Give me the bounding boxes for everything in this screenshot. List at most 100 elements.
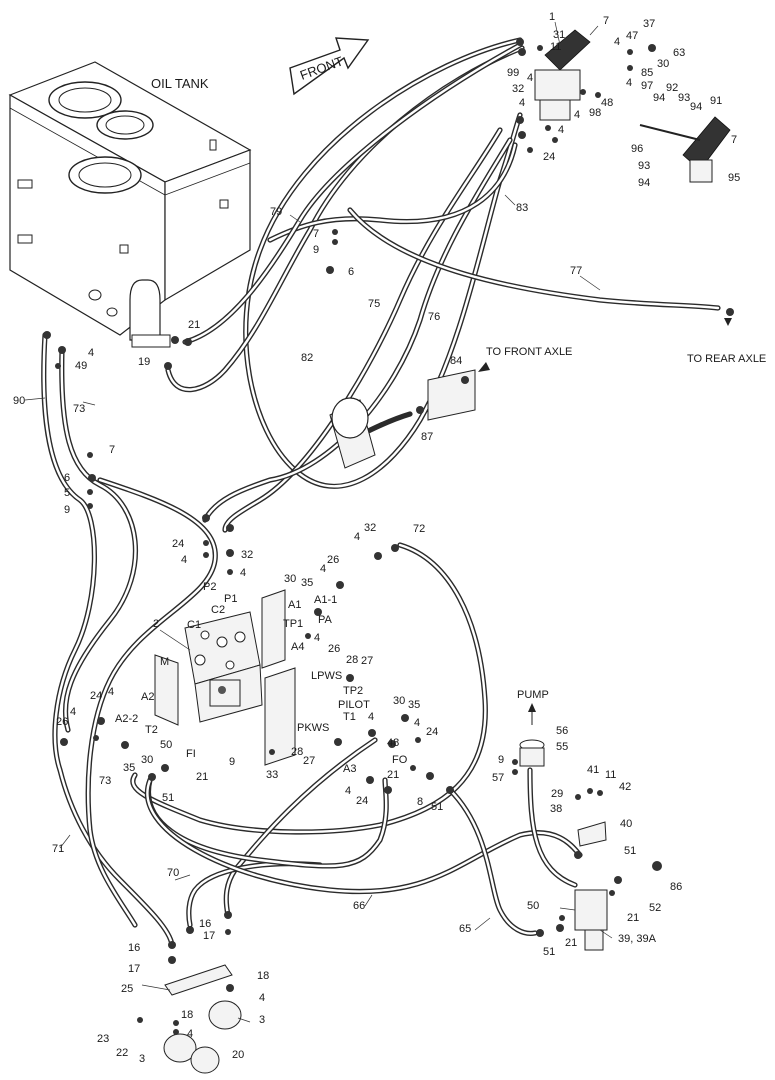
callout-85: 85 xyxy=(641,67,653,79)
port-t2: T2 xyxy=(145,724,158,736)
callout-42: 42 xyxy=(619,781,631,793)
callout-26: 26 xyxy=(328,643,340,655)
callout-1: 1 xyxy=(549,11,555,23)
callout-4: 4 xyxy=(345,785,351,797)
callout-17: 17 xyxy=(128,963,140,975)
callout-87: 87 xyxy=(421,431,433,443)
callout-35: 35 xyxy=(123,762,135,774)
callout-66: 66 xyxy=(353,900,365,912)
callout-4: 4 xyxy=(354,531,360,543)
pump-label: PUMP xyxy=(517,689,549,701)
callout-17: 17 xyxy=(203,930,215,942)
callout-24: 24 xyxy=(172,538,184,550)
callout-9: 9 xyxy=(229,756,235,768)
callout-48: 48 xyxy=(601,97,613,109)
callout-26: 26 xyxy=(327,554,339,566)
callout-21: 21 xyxy=(627,912,639,924)
callout-3: 3 xyxy=(259,1014,265,1026)
callout-24: 24 xyxy=(543,151,555,163)
callout-4: 4 xyxy=(626,77,632,89)
callout-51: 51 xyxy=(431,801,443,813)
callout-24: 24 xyxy=(356,795,368,807)
callout-7: 7 xyxy=(313,228,319,240)
callout-4: 4 xyxy=(88,347,94,359)
callout-49: 49 xyxy=(75,360,87,372)
callout-11: 11 xyxy=(605,769,616,781)
callout-73: 73 xyxy=(99,775,111,787)
brake-pedal-valve xyxy=(534,29,591,121)
callout-29: 29 xyxy=(551,788,563,800)
callout-94: 94 xyxy=(653,92,665,104)
callout-76: 76 xyxy=(428,311,440,323)
callout-4: 4 xyxy=(181,554,187,566)
hose-lines xyxy=(41,37,721,948)
port-a2-2: A2-2 xyxy=(115,713,138,725)
callout-77: 77 xyxy=(570,265,582,277)
callout-32: 32 xyxy=(241,549,253,561)
callout-4: 4 xyxy=(187,1028,193,1040)
callout-7: 7 xyxy=(109,444,115,456)
callout-32: 32 xyxy=(364,522,376,534)
callout-91: 91 xyxy=(710,95,722,107)
control-valve xyxy=(184,611,263,723)
callout-95: 95 xyxy=(728,172,740,184)
callout-97: 97 xyxy=(641,80,653,92)
callout-21: 21 xyxy=(565,937,577,949)
callout-40: 40 xyxy=(620,818,632,830)
callout-83: 83 xyxy=(516,202,528,214)
callout-8: 8 xyxy=(417,796,423,808)
port-p1: P1 xyxy=(224,593,237,605)
callout-6: 6 xyxy=(64,472,70,484)
callout-30: 30 xyxy=(284,573,296,585)
callout-30: 30 xyxy=(657,58,669,70)
pump-fitting xyxy=(519,703,545,767)
to-front-axle-label: TO FRONT AXLE xyxy=(486,346,572,358)
callout-3: 3 xyxy=(139,1053,145,1065)
port-pa: PA xyxy=(318,614,333,626)
callout-41: 41 xyxy=(587,764,599,776)
oil-tank-label: OIL TANK xyxy=(151,76,209,91)
callout-16: 16 xyxy=(199,918,211,930)
callout-56: 56 xyxy=(556,725,568,737)
callout-39: 39, 39A xyxy=(618,933,657,945)
callout-92: 92 xyxy=(666,82,678,94)
callout-4: 4 xyxy=(368,711,374,723)
callout-20: 20 xyxy=(232,1049,244,1061)
callout-51: 51 xyxy=(624,845,636,857)
port-tp1: TP1 xyxy=(283,618,303,630)
callout-18: 18 xyxy=(181,1009,193,1021)
callout-27: 27 xyxy=(361,655,373,667)
port-a2: A2 xyxy=(141,691,154,703)
part-callouts: 1 7 31 11 99 37 47 63 4 30 85 4 48 98 4 … xyxy=(13,11,740,1065)
to-rear-axle-label: TO REAR AXLE xyxy=(687,353,766,365)
callout-55: 55 xyxy=(556,741,568,753)
callout-4: 4 xyxy=(558,124,564,136)
front-axle-arrow-icon xyxy=(478,362,490,372)
callout-25: 25 xyxy=(121,983,133,995)
port-a4: A4 xyxy=(291,641,304,653)
callout-33: 33 xyxy=(266,769,278,781)
callout-26: 26 xyxy=(56,716,68,728)
callout-28: 28 xyxy=(346,654,358,666)
callout-23: 23 xyxy=(97,1033,109,1045)
port-c1: C1 xyxy=(187,619,201,631)
fittings xyxy=(43,38,734,1035)
callout-93: 93 xyxy=(638,160,650,172)
callout-38: 38 xyxy=(550,803,562,815)
callout-30: 30 xyxy=(393,695,405,707)
callout-9: 9 xyxy=(64,504,70,516)
callout-94: 94 xyxy=(690,101,702,113)
callout-7: 7 xyxy=(603,15,609,27)
port-m: M xyxy=(160,656,169,668)
port-p2: P2 xyxy=(203,581,216,593)
callout-4: 4 xyxy=(320,563,326,575)
callout-48: 48 xyxy=(387,737,399,749)
callout-11: 11 xyxy=(550,41,561,53)
callout-90: 90 xyxy=(13,395,25,407)
callout-65: 65 xyxy=(459,923,471,935)
callout-70: 70 xyxy=(167,867,179,879)
port-tp2: TP2 xyxy=(343,685,363,697)
callout-75: 75 xyxy=(368,298,380,310)
callout-32: 32 xyxy=(512,83,524,95)
